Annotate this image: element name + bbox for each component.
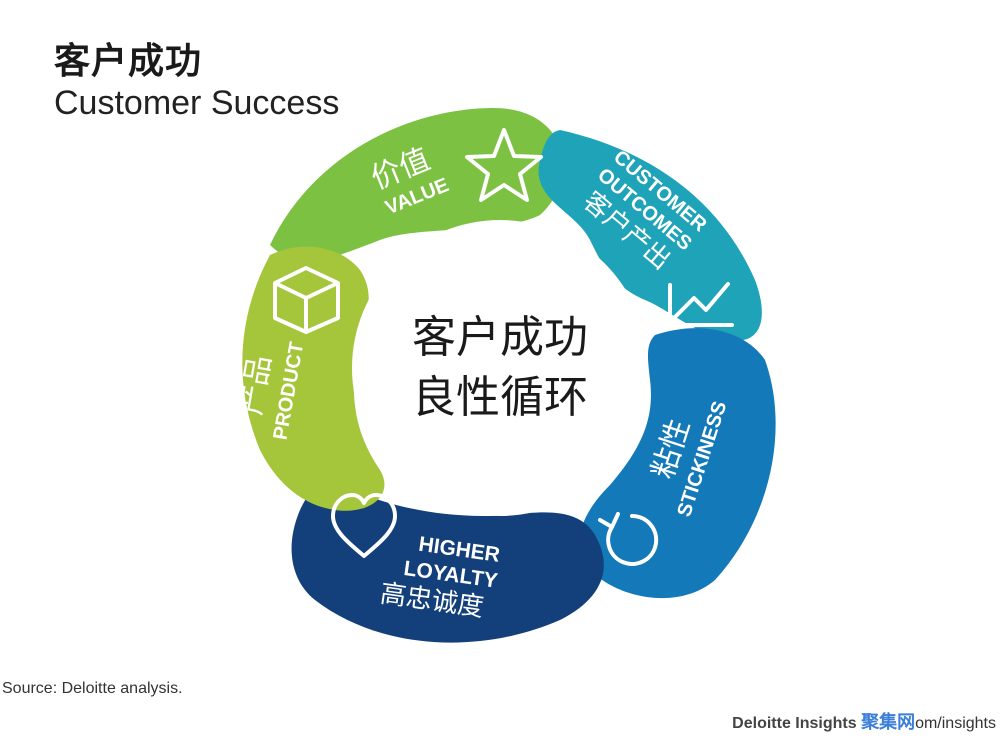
center-circle bbox=[352, 220, 648, 516]
segment-product bbox=[242, 246, 385, 511]
center-line-1: 客户成功 bbox=[412, 312, 588, 363]
trend-chart-icon bbox=[668, 282, 734, 327]
footer-attribution: Deloitte Insights 聚集网om/insights bbox=[732, 708, 996, 734]
title-chinese: 客户成功 bbox=[54, 41, 203, 82]
segment-stickiness bbox=[579, 328, 776, 599]
star-icon bbox=[465, 128, 543, 202]
footer-brand: Deloitte Insights bbox=[732, 715, 857, 732]
footer-watermark: 聚集网 bbox=[861, 712, 916, 732]
center-line-2: 良性循环 bbox=[412, 372, 588, 423]
source-note: Source: Deloitte analysis. bbox=[2, 680, 183, 697]
heart-icon bbox=[331, 493, 397, 558]
footer-url: om/insights bbox=[915, 715, 996, 732]
refresh-icon bbox=[598, 512, 659, 566]
segment-loyalty bbox=[291, 479, 604, 643]
segment-outcomes bbox=[538, 130, 762, 341]
box-icon bbox=[273, 266, 340, 334]
title-english: Customer Success bbox=[54, 84, 340, 122]
